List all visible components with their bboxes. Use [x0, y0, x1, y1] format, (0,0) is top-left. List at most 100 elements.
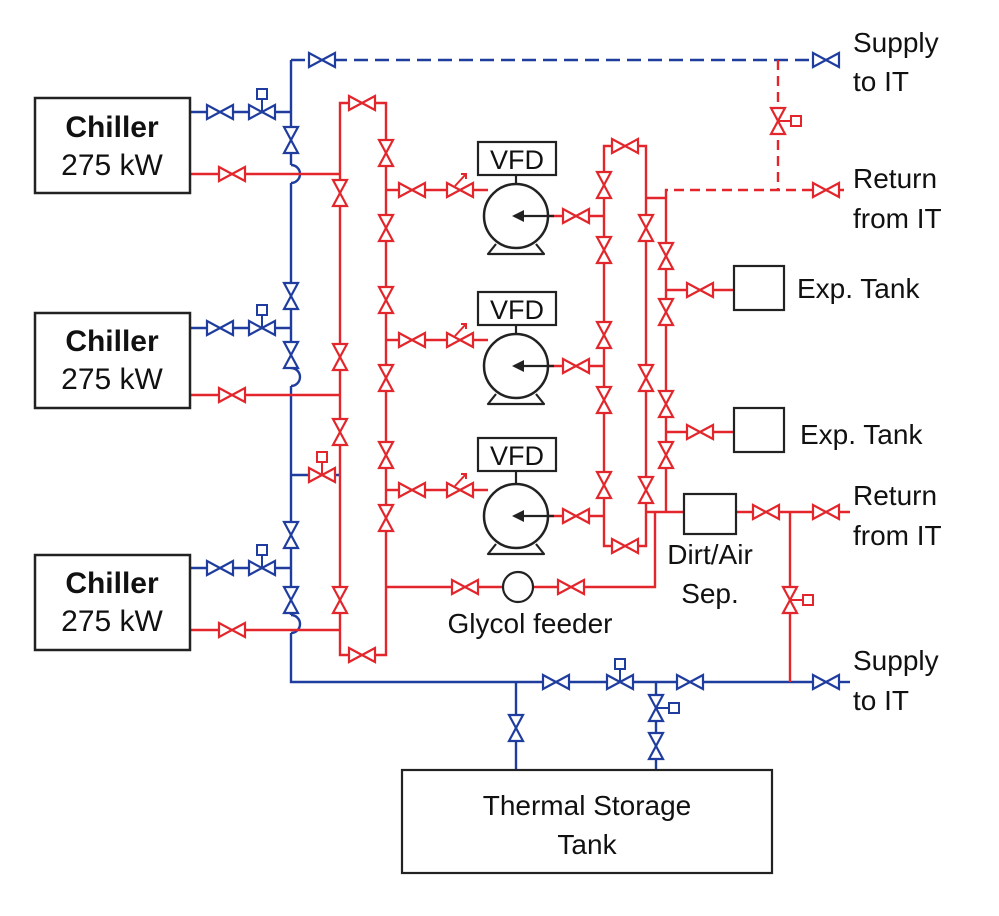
vfd-2-label: VFD — [490, 295, 544, 325]
valve-icon[interactable] — [377, 440, 395, 470]
valve-icon[interactable] — [377, 138, 395, 168]
pump-3[interactable]: VFD — [476, 436, 558, 556]
valve-icon[interactable] — [637, 213, 655, 243]
control-valve-icon[interactable] — [307, 450, 337, 484]
valve-icon[interactable] — [595, 170, 613, 200]
valve-icon[interactable] — [675, 673, 705, 691]
chiller-2[interactable]: Chiller 275 kW — [33, 311, 192, 410]
valve-icon[interactable] — [610, 537, 640, 555]
valve-icon[interactable] — [331, 417, 349, 447]
expansion-tank-1[interactable]: Exp. Tank — [732, 264, 920, 312]
dirt-air-separator[interactable]: Dirt/Air Sep. — [667, 492, 753, 609]
valve-icon[interactable] — [685, 423, 715, 441]
chiller-1-capacity: 275 kW — [61, 149, 163, 182]
valve-icon[interactable] — [377, 503, 395, 533]
valve-icon[interactable] — [657, 297, 675, 327]
valve-icon[interactable] — [347, 94, 377, 112]
valve-icon[interactable] — [507, 713, 525, 743]
valve-icon[interactable] — [657, 440, 675, 470]
vfd-1-label: VFD — [490, 145, 544, 175]
valve-icon[interactable] — [561, 507, 591, 525]
valve-icon[interactable] — [397, 481, 427, 499]
vfd-3-label: VFD — [490, 441, 544, 471]
valve-icon[interactable] — [397, 181, 427, 199]
control-valve-icon[interactable] — [247, 543, 277, 577]
valve-icon[interactable] — [637, 475, 655, 505]
chiller-2-capacity: 275 kW — [61, 363, 163, 396]
return-top-line2: from IT — [853, 203, 942, 234]
valve-icon[interactable] — [205, 103, 235, 121]
valve-icon[interactable] — [377, 213, 395, 243]
valve-icon[interactable] — [282, 125, 300, 155]
valve-icon[interactable] — [282, 340, 300, 370]
valve-icon[interactable] — [657, 389, 675, 419]
valve-icon[interactable] — [637, 363, 655, 393]
valve-icon[interactable] — [657, 241, 675, 271]
check-valve-icon[interactable] — [445, 322, 475, 349]
valve-icon[interactable] — [595, 320, 613, 350]
separator-label-line2: Sep. — [681, 578, 739, 609]
valve-icon[interactable] — [595, 470, 613, 500]
control-valve-icon[interactable] — [769, 106, 803, 136]
valve-icon[interactable] — [217, 621, 247, 639]
separator-label-line1: Dirt/Air — [667, 539, 753, 570]
return-bottom-line1: Return — [853, 480, 937, 511]
valve-icon[interactable] — [331, 342, 349, 372]
valve-icon[interactable] — [610, 137, 640, 155]
supply-top-line2: to IT — [853, 66, 909, 97]
control-valve-icon[interactable] — [605, 657, 635, 691]
return-top-line1: Return — [853, 163, 937, 194]
valve-icon[interactable] — [811, 503, 841, 521]
return-from-it-bottom: Return from IT — [853, 480, 942, 551]
valve-icon[interactable] — [217, 386, 247, 404]
valve-icon[interactable] — [377, 363, 395, 393]
supply-to-it-bottom: Supply to IT — [853, 645, 939, 716]
valve-icon[interactable] — [561, 357, 591, 375]
valve-icon[interactable] — [811, 673, 841, 691]
valve-icon[interactable] — [205, 559, 235, 577]
control-valve-icon[interactable] — [247, 87, 277, 121]
expansion-tank-2[interactable]: Exp. Tank — [732, 406, 923, 454]
valve-icon[interactable] — [561, 207, 591, 225]
pump-2[interactable]: VFD — [476, 290, 558, 406]
valve-icon[interactable] — [377, 285, 395, 315]
expansion-tank-1-label: Exp. Tank — [797, 273, 920, 304]
valve-icon[interactable] — [647, 731, 665, 761]
pump-1[interactable]: VFD — [476, 140, 558, 256]
chiller-2-name: Chiller — [65, 325, 159, 358]
check-valve-icon[interactable] — [445, 172, 475, 199]
control-valve-icon[interactable] — [647, 693, 681, 723]
supply-top-line1: Supply — [853, 27, 939, 58]
valve-icon[interactable] — [397, 331, 427, 349]
valve-icon[interactable] — [282, 281, 300, 311]
glycol-feeder[interactable]: Glycol feeder — [448, 570, 613, 639]
valve-icon[interactable] — [595, 385, 613, 415]
valve-icon[interactable] — [811, 51, 841, 69]
valve-icon[interactable] — [282, 585, 300, 615]
supply-bottom-line2: to IT — [853, 685, 909, 716]
valve-icon[interactable] — [217, 165, 247, 183]
chiller-3[interactable]: Chiller 275 kW — [33, 553, 192, 652]
valve-icon[interactable] — [556, 578, 586, 596]
valve-icon[interactable] — [541, 673, 571, 691]
valve-icon[interactable] — [685, 281, 715, 299]
expansion-tank-2-label: Exp. Tank — [800, 419, 923, 450]
pump-icon — [482, 482, 556, 556]
valve-icon[interactable] — [307, 51, 337, 69]
thermal-storage-label-line1: Thermal Storage — [483, 790, 692, 821]
valve-icon[interactable] — [751, 503, 781, 521]
control-valve-icon[interactable] — [781, 585, 815, 615]
valve-icon[interactable] — [331, 178, 349, 208]
control-valve-icon[interactable] — [247, 303, 277, 337]
valve-icon[interactable] — [347, 646, 377, 664]
check-valve-icon[interactable] — [445, 472, 475, 499]
supply-bottom-line1: Supply — [853, 645, 939, 676]
valve-icon[interactable] — [595, 235, 613, 265]
valve-icon[interactable] — [331, 585, 349, 615]
thermal-storage-tank[interactable]: Thermal Storage Tank — [400, 768, 774, 875]
chiller-1[interactable]: Chiller 275 kW — [33, 96, 192, 195]
valve-icon[interactable] — [450, 578, 480, 596]
valve-icon[interactable] — [811, 181, 841, 199]
valve-icon[interactable] — [282, 520, 300, 550]
valve-icon[interactable] — [205, 319, 235, 337]
